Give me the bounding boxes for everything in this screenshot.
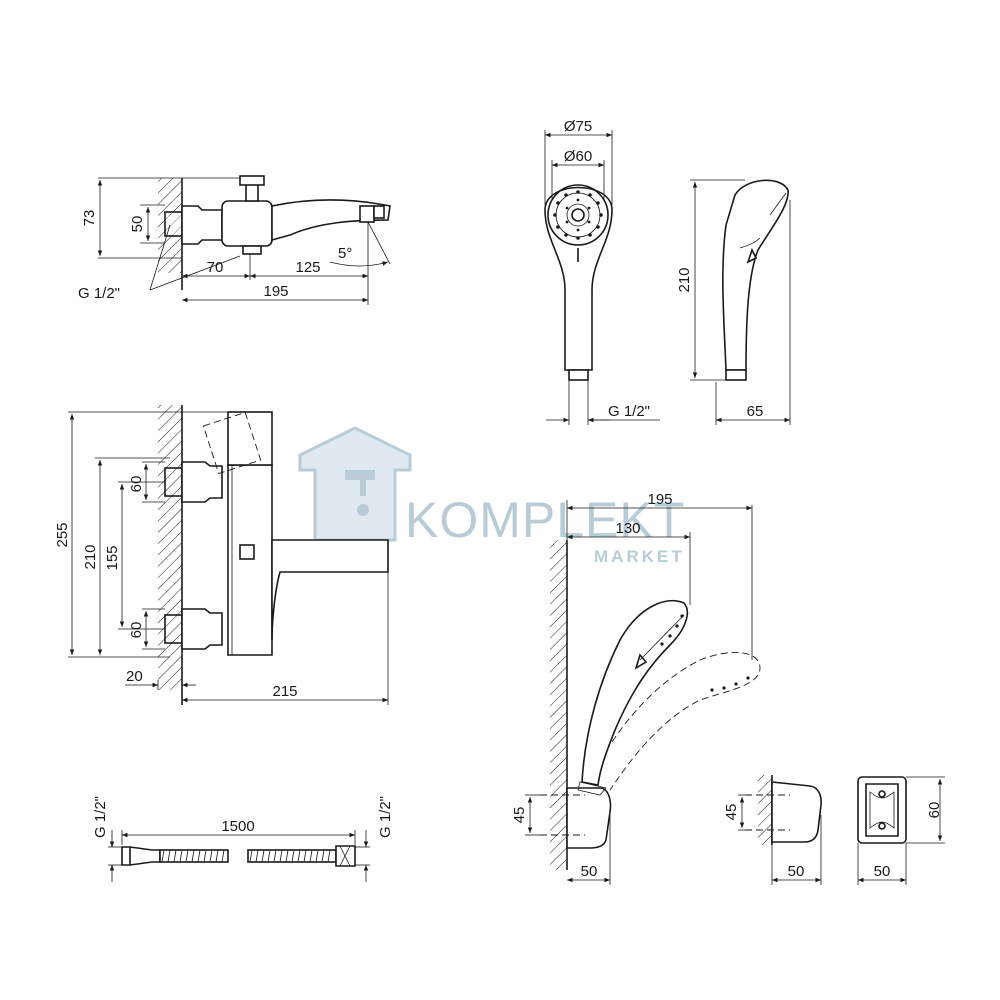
hand-shower-side: 210 65 bbox=[676, 179, 791, 425]
dim-hose-length: 1500 bbox=[221, 818, 254, 835]
watermark: KOMPLEKT MARKET bbox=[298, 426, 685, 566]
dim-face-diameter: Ø60 bbox=[564, 148, 592, 165]
dim-outer-diameter: Ø75 bbox=[564, 118, 592, 135]
dim-holder-reach: 195 bbox=[647, 491, 672, 508]
dim-70: 70 bbox=[207, 259, 224, 276]
dim-holder-side-height: 45 bbox=[723, 804, 740, 821]
dim-195: 195 bbox=[263, 283, 288, 300]
holder-shower-nozzles bbox=[660, 614, 750, 692]
watermark-house-icon bbox=[298, 426, 412, 542]
dim-holder-width: 50 bbox=[581, 863, 598, 880]
dim-holder-front-height: 60 bbox=[926, 802, 943, 819]
hand-shower-front: Ø75 Ø60 G 1/2" bbox=[544, 118, 660, 425]
dim-shower-depth: 65 bbox=[747, 403, 764, 420]
dim-mixer-inlet: 50 bbox=[129, 216, 146, 233]
hose-thread-left: G 1/2" bbox=[92, 796, 109, 838]
dim-holder-front-width: 50 bbox=[874, 863, 891, 880]
dim-holder-side-width: 50 bbox=[788, 863, 805, 880]
dim-angle: 5° bbox=[338, 245, 352, 262]
dim-holder-reach-inner: 130 bbox=[615, 520, 640, 537]
dim-front-210: 210 bbox=[82, 544, 99, 569]
dim-125: 125 bbox=[295, 259, 320, 276]
dim-lower-inlet: 60 bbox=[128, 622, 145, 639]
hand-shower-thread: G 1/2" bbox=[608, 403, 650, 420]
dim-front-total: 255 bbox=[54, 522, 71, 547]
mixer-thread-label: G 1/2" bbox=[78, 285, 120, 302]
dim-mixer-height: 73 bbox=[81, 210, 98, 227]
shower-nozzles bbox=[553, 190, 603, 240]
hose: 1500 G 1/2" G 1/2" bbox=[92, 796, 394, 882]
watermark-brand: KOMPLEKT bbox=[405, 492, 685, 548]
dim-front-spacing: 155 bbox=[104, 545, 121, 570]
mixer-top-view: 73 50 70 125 195 5° G 1/2" bbox=[78, 175, 391, 305]
holder-front: 60 50 bbox=[857, 776, 945, 885]
holder-side: 45 50 bbox=[723, 775, 822, 885]
holder-assembly: 195 130 45 50 bbox=[511, 491, 761, 885]
dim-upper-inlet: 60 bbox=[128, 476, 145, 493]
mixer-front-view: 255 210 155 60 60 20 215 bbox=[54, 405, 389, 705]
dim-projection: 215 bbox=[272, 683, 297, 700]
dim-holder-height: 45 bbox=[511, 807, 528, 824]
watermark-sub: MARKET bbox=[594, 547, 685, 566]
hose-thread-right: G 1/2" bbox=[377, 796, 394, 838]
dim-wall-offset: 20 bbox=[126, 668, 143, 685]
dim-shower-height: 210 bbox=[676, 267, 693, 292]
